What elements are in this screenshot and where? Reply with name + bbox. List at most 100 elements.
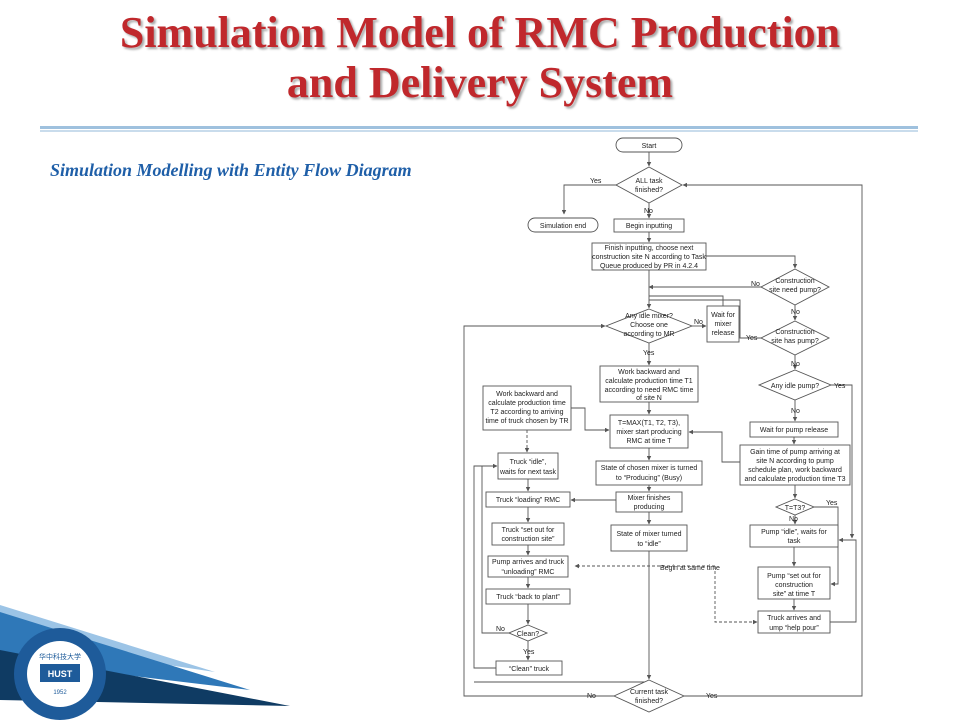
swoosh-light [0,605,215,672]
flow-gain-pump-time [739,444,851,486]
flow-work-t1-label-3: according to need RMC time [605,387,694,394]
flow-wait-mixer-label-1: Wait for [711,312,736,319]
flow-label-no: No [791,309,800,316]
flow-wait-mixer-label-3: release [712,330,735,337]
flow-all-task-label-1: ALL task [636,178,663,185]
flow-finish-label-3: Queue produced by PR in 4.2.4 [600,263,698,270]
flow-mixer-prod-label-2: to “Producing” (Busy) [616,475,682,482]
slide-subtitle: Simulation Modelling with Entity Flow Di… [50,160,412,180]
flow-t-eq-t3-label: T=T3? [785,505,806,512]
flow-label-yes: Yes [643,350,655,357]
flow-gain-label-4: and calculate production time T3 [744,476,845,483]
flow-truck-arrive-label-2: ump “help pour” [769,625,819,632]
flow-label-no: No [791,361,800,368]
flow-pump-arrive-label-1: Pump arrives and truck [492,559,564,566]
flow-pump-arrive-label-2: “unloading” RMC [502,569,555,576]
flow-clean-truck-label: “Clean” truck [509,666,550,673]
flow-label-yes: Yes [834,383,846,390]
flow-wait-mixer [706,305,740,343]
flow-pump-idle-label-1: Pump “idle”, waits for [761,529,827,536]
flow-start-label: Start [642,143,657,150]
flow-idle-mixer-label-2: Choose one [630,322,668,329]
seal-year: 1952 [53,690,67,696]
flow-label-no: No [791,408,800,415]
flow-label-yes: Yes [826,500,838,507]
flow-all-task-label-2: finished? [635,187,663,194]
flow-pump-setout-label-2: construction [775,582,813,589]
flow-simulation-end-label: Simulation end [540,223,586,230]
flow-gain-label-2: site N according to pump [756,458,834,465]
flow-has-pump-label-2: site has pump? [771,338,819,345]
flow-tmax-label-2: mixer start producing [616,429,681,436]
flow-gain-label-1: Gain time of pump arriving at [750,449,840,456]
flow-mixer-finish-label-2: producing [634,504,665,511]
flow-label-no: No [644,208,653,215]
flow-label-no: No [751,281,760,288]
flow-current-task-label-1: Current task [630,689,669,696]
flow-clean-label: Clean? [517,631,539,638]
flow-simulation-end [527,217,599,233]
flow-idle-mixer-label-3: according to MR [624,331,675,338]
flow-begin-same-time: Begin at same time [660,565,720,572]
flow-truck-loading-label: Truck “loading” RMC [496,497,560,504]
flow-mixer-prod-label-1: State of chosen mixer is turned [601,465,698,472]
flow-pump-setout-label-1: Pump “set out for [767,573,821,580]
flow-work-t2-label-2: calculate production time [488,400,566,407]
flow-need-pump-label-2: site need pump? [769,287,821,294]
flow-tmax-label-1: T=MAX(T1, T2, T3), [618,420,680,427]
flow-truck-setout-label-1: Truck “set out for [502,527,555,534]
flow-label-no: No [694,319,703,326]
title-divider-shadow [40,130,918,132]
flow-current-task-decision [612,679,686,713]
flow-wait-pump-label: Wait for pump release [760,427,828,434]
flow-finish-inputting [591,242,707,271]
title-divider [40,126,918,129]
flow-current-task-label-2: finished? [635,698,663,705]
flow-wait-mixer-label-2: mixer [714,321,732,328]
flow-work-t2-label-3: T2 according to arriving [490,409,563,416]
flow-mixer-idle [610,524,688,552]
flow-need-pump-label-1: Construction [775,278,814,285]
flow-label-no: No [496,626,505,633]
seal-chinese-name: 华中科技大学 [39,652,81,661]
flow-truck-idle-label-1: Truck “idle”, [510,459,547,466]
flow-all-task-decision [615,166,683,204]
seal-hust-mark: HUST [48,669,73,679]
title-line-2: and Delivery System [286,58,674,107]
flow-work-t1-label-1: Work backward and [618,369,680,376]
flow-idle-pump-label: Any idle pump? [771,383,819,390]
flow-work-t1-label-4: of site N [636,395,662,402]
flow-label-yes: Yes [590,178,602,185]
flow-mixer-producing [595,460,703,486]
flow-begin-inputting-label: Begin inputting [626,223,672,230]
flow-finish-label-2: construction site N according to Task [592,254,706,261]
flow-pump-setout-label-3: site” at time T [773,591,816,598]
flow-work-backward-t2 [482,385,572,431]
flow-label-yes: Yes [523,649,535,656]
flow-mixer-finish-label-1: Mixer finishes [628,495,671,502]
flow-work-t2-label-4: time of truck chosen by TR [485,418,568,425]
flow-work-t2-label-1: Work backward and [496,391,558,398]
flow-has-pump-label-1: Construction [775,329,814,336]
flow-label-no: No [587,693,596,700]
flow-idle-mixer-label-1: Any idle mixer? [625,313,673,320]
flow-truck-setout-label-2: construction site” [502,536,556,543]
flow-label-no: No [789,516,798,523]
title-line-1: Simulation Model of RMC Production [119,8,841,57]
flow-mixer-idle-label-1: State of mixer turned [617,531,682,538]
flow-finish-label-1: Finish inputting, choose next [605,245,694,252]
flow-label-yes: Yes [746,335,758,342]
flow-truck-back-label: Truck “back to plant” [496,594,560,601]
slide-title: Simulation Model of RMC Production and D… [0,8,960,108]
flow-truck-idle [497,452,559,480]
seal-emblem [40,664,80,682]
flow-work-backward-t1 [599,365,699,403]
university-seal-icon: HUST 华中科技大学 1952 [14,628,106,720]
flow-tmax-label-3: RMC at time T [627,438,673,445]
flow-mixer-idle-label-2: to “idle” [637,541,661,548]
flow-gain-label-3: schedule plan, work backward [748,467,842,474]
flow-truck-idle-label-2: waits for next task [499,469,557,476]
flow-label-yes: Yes [706,693,718,700]
flow-work-t1-label-2: calculate production time T1 [605,378,693,385]
